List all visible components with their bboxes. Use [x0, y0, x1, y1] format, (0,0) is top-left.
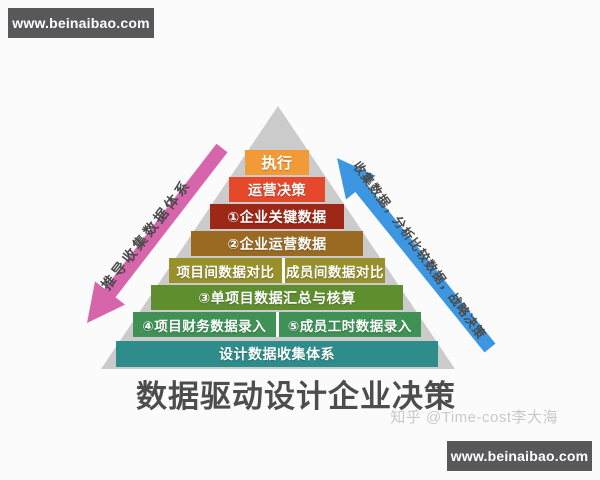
author-watermark: 知乎 @Time-cost李大海 — [390, 409, 558, 426]
pyramid-level-label: ①企业关键数据 — [227, 208, 327, 225]
pyramid-cell-member-hours-entry: ⑤成员工时数据录入 — [278, 312, 421, 337]
pyramid-level-operational-decision: 运营决策 — [229, 177, 325, 202]
pyramid-level-enterprise-operation-data: ②企业运营数据 — [191, 231, 363, 256]
pyramid-level-execution: 执行 — [245, 150, 309, 175]
site-banner-top: www.beinaibao.com — [8, 8, 154, 38]
pyramid-level-label: ③单项目数据汇总与核算 — [198, 289, 356, 306]
pyramid-level-collection-system-design: 设计数据收集体系 — [116, 341, 438, 367]
pyramid-cell-member-comparison: 成员间数据对比 — [284, 258, 385, 283]
site-banner-bottom: www.beinaibao.com — [447, 441, 592, 471]
pyramid-cell-label: 项目间数据对比 — [176, 264, 275, 280]
pyramid-level-label: 运营决策 — [248, 181, 306, 198]
pyramid-level-key-enterprise-data: ①企业关键数据 — [210, 204, 344, 229]
pyramid-cell-project-comparison: 项目间数据对比 — [169, 258, 282, 283]
pyramid-cell-project-finance-entry: ④项目财务数据录入 — [133, 312, 276, 337]
pyramid-cell-label: 成员间数据对比 — [285, 264, 384, 280]
page-title: 数据驱动设计企业决策 — [136, 379, 456, 414]
pyramid-cell-label: ⑤成员工时数据录入 — [287, 318, 412, 334]
pyramid-level-project-data-summary: ③单项目数据汇总与核算 — [151, 285, 403, 310]
pyramid-level-data-comparison: 项目间数据对比 成员间数据对比 — [169, 258, 385, 283]
site-banner-bottom-text: www.beinaibao.com — [450, 448, 589, 464]
pyramid-cell-label: ④项目财务数据录入 — [142, 318, 267, 334]
pyramid-level-label: ②企业运营数据 — [227, 235, 327, 252]
site-banner-top-text: www.beinaibao.com — [12, 15, 150, 31]
pyramid-level-data-entry: ④项目财务数据录入 ⑤成员工时数据录入 — [133, 312, 421, 337]
pyramid-level-label: 执行 — [261, 155, 293, 172]
pyramid-level-label: 设计数据收集体系 — [219, 346, 335, 362]
